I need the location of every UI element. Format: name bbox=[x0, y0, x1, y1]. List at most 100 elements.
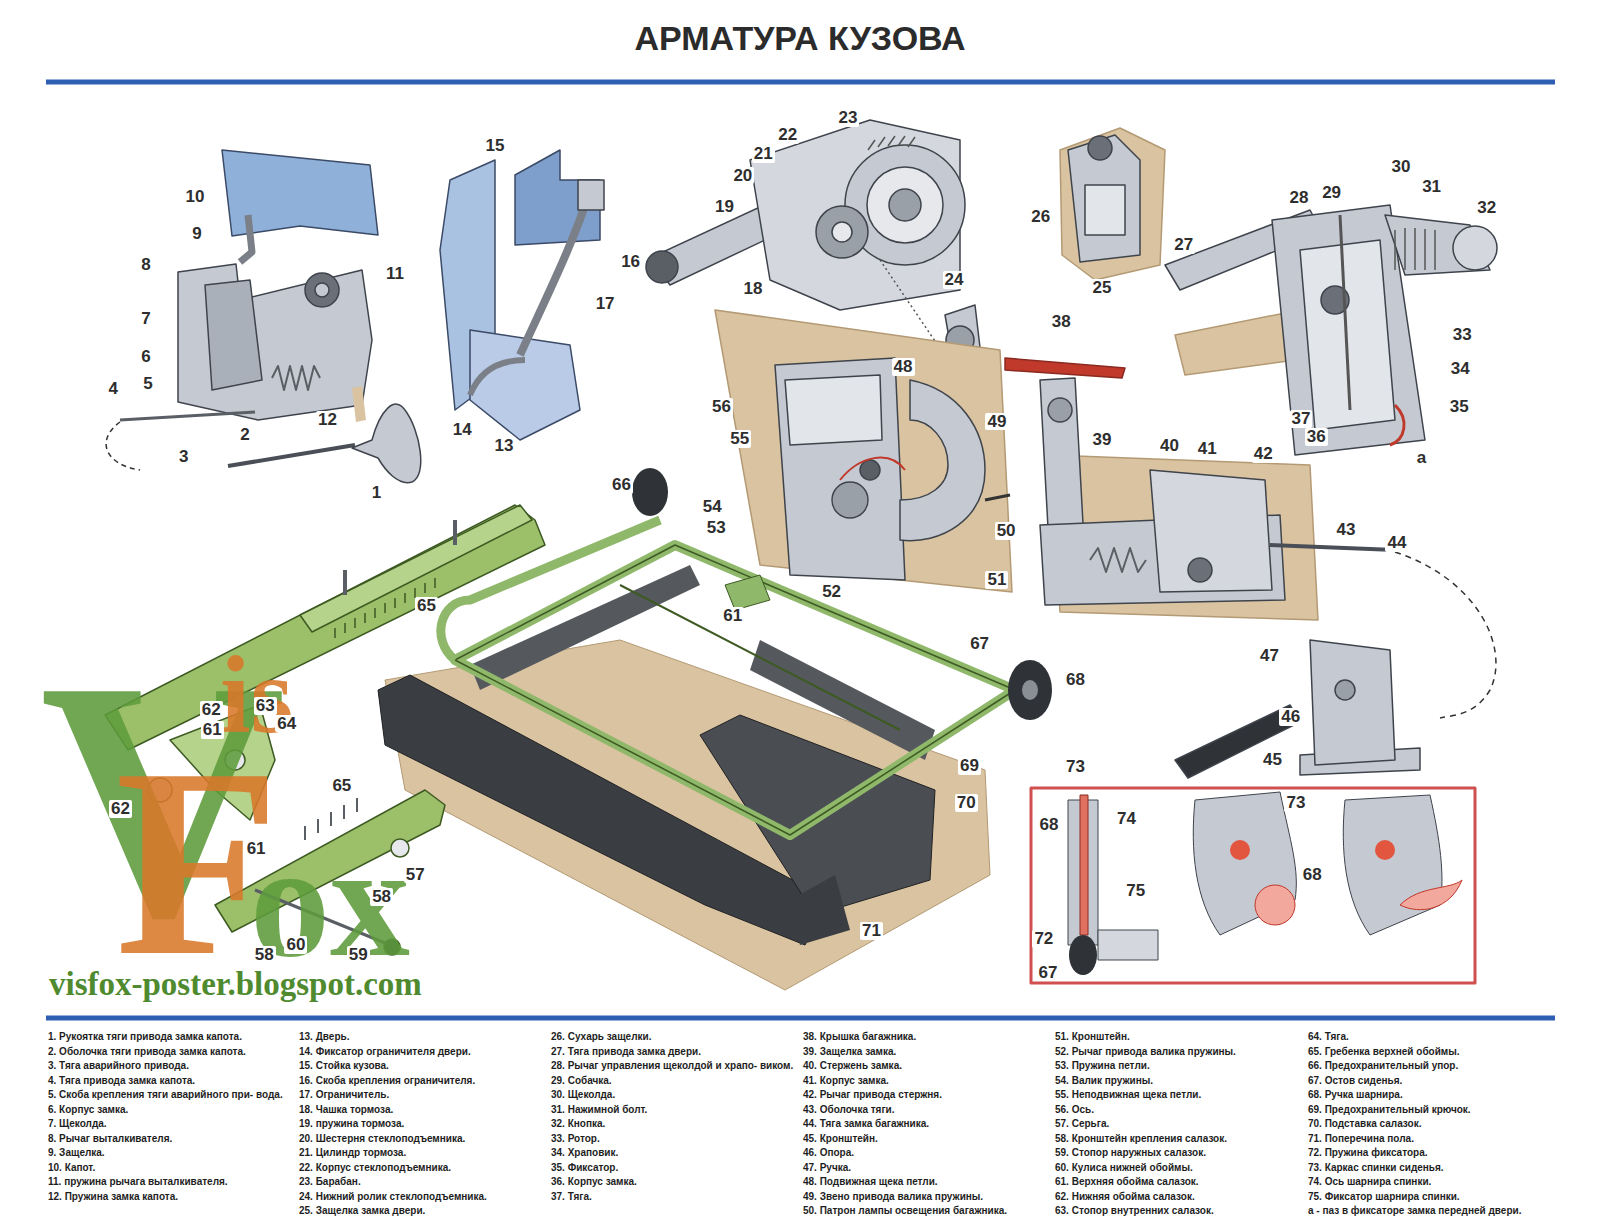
legend-item: 11. пружина рычага выталкивателя. bbox=[48, 1175, 296, 1190]
legend-item: 12. Пружина замка капота. bbox=[48, 1190, 296, 1205]
callout-number: 74 bbox=[1115, 810, 1138, 828]
callout-number: 63 bbox=[254, 697, 277, 715]
callout-number: 69 bbox=[958, 757, 981, 775]
legend-item: 74. Ось шарнира спинки. bbox=[1308, 1175, 1593, 1190]
legend-item: 29. Собачка. bbox=[551, 1074, 799, 1089]
callout-number: 49 bbox=[985, 413, 1008, 431]
legend-item: 8. Рычаг выталкивателя. bbox=[48, 1132, 296, 1147]
callout-number: 26 bbox=[1029, 208, 1052, 226]
callout-number: 14 bbox=[451, 421, 474, 439]
callout-number: 20 bbox=[731, 167, 754, 185]
callout-number: 52 bbox=[820, 583, 843, 601]
legend-item: 43. Оболочка тяги. bbox=[803, 1103, 1051, 1118]
legend-item: 19. пружина тормоза. bbox=[299, 1117, 547, 1132]
legend-item: 5. Скоба крепления тяги аварийного при- … bbox=[48, 1088, 296, 1103]
legend-item: 56. Ось. bbox=[1055, 1103, 1303, 1118]
legend-item: а - паз в фиксаторе замка передней двери… bbox=[1308, 1204, 1593, 1219]
legend-item: 73. Каркас спинки сиденья. bbox=[1308, 1161, 1593, 1176]
callout-number: 68 bbox=[1038, 816, 1061, 834]
callout-number: 19 bbox=[713, 198, 736, 216]
callout-number: 33 bbox=[1451, 326, 1474, 344]
legend-item: 46. Опора. bbox=[803, 1146, 1051, 1161]
legend-item: 51. Кронштейн. bbox=[1055, 1030, 1303, 1045]
callout-number: 42 bbox=[1252, 445, 1275, 463]
callout-number: 31 bbox=[1420, 178, 1443, 196]
callout-number: 67 bbox=[1036, 964, 1059, 982]
legend-item: 59. Стопор наружных салазок. bbox=[1055, 1146, 1303, 1161]
callout-number: 58 bbox=[253, 946, 276, 964]
legend-item: 53. Пружина петли. bbox=[1055, 1059, 1303, 1074]
legend-item: 71. Поперечина пола. bbox=[1308, 1132, 1593, 1147]
callout-number: 29 bbox=[1320, 184, 1343, 202]
legend-item: 37. Тяга. bbox=[551, 1190, 799, 1205]
legend-item: 20. Шестерня стеклоподъемника. bbox=[299, 1132, 547, 1147]
legend-item: 2. Оболочка тяги привода замка капота. bbox=[48, 1045, 296, 1060]
legend-item: 50. Патрон лампы освещения багажника. bbox=[803, 1204, 1051, 1219]
legend-item: 63. Стопор внутренних салазок. bbox=[1055, 1204, 1303, 1219]
legend-item: 31. Нажимной болт. bbox=[551, 1103, 799, 1118]
legend-item: 16. Скоба крепления ограничителя. bbox=[299, 1074, 547, 1089]
callout-number: 58 bbox=[370, 888, 393, 906]
callout-number: 37 bbox=[1290, 410, 1313, 428]
callout-number: 30 bbox=[1390, 158, 1413, 176]
legend-item: 14. Фиксатор ограничителя двери. bbox=[299, 1045, 547, 1060]
callout-number: 9 bbox=[190, 225, 203, 243]
callout-number: 36 bbox=[1305, 428, 1328, 446]
callout-number: 50 bbox=[995, 522, 1018, 540]
callout-number: 38 bbox=[1050, 313, 1073, 331]
callout-number: 28 bbox=[1288, 189, 1311, 207]
legend-item: 49. Звено привода валика пружины. bbox=[803, 1190, 1051, 1205]
callout-number: 40 bbox=[1158, 437, 1181, 455]
callout-number: 24 bbox=[943, 271, 966, 289]
callout-number: 66 bbox=[610, 476, 633, 494]
legend-item: 62. Нижняя обойма салазок. bbox=[1055, 1190, 1303, 1205]
callout-number: 6 bbox=[139, 348, 152, 366]
callout-number: 60 bbox=[284, 936, 307, 954]
callout-number: а bbox=[1415, 449, 1428, 467]
callout-number: 44 bbox=[1385, 534, 1408, 552]
callout-number: 32 bbox=[1475, 199, 1498, 217]
callout-number: 34 bbox=[1449, 360, 1472, 378]
legend-item: 64. Тяга. bbox=[1308, 1030, 1593, 1045]
callout-number: 71 bbox=[860, 922, 883, 940]
callout-number: 7 bbox=[139, 310, 152, 328]
callout-number: 61 bbox=[721, 607, 744, 625]
callout-number: 72 bbox=[1032, 930, 1055, 948]
callout-number: 64 bbox=[275, 715, 298, 733]
callout-number: 46 bbox=[1279, 708, 1302, 726]
legend-item: 18. Чашка тормоза. bbox=[299, 1103, 547, 1118]
legend-item: 1. Рукоятка тяги привода замка капота. bbox=[48, 1030, 296, 1045]
callout-number: 23 bbox=[836, 109, 859, 127]
legend-item: 3. Тяга аварийного привода. bbox=[48, 1059, 296, 1074]
callout-number: 12 bbox=[316, 411, 339, 429]
callout-number: 70 bbox=[955, 794, 978, 812]
callout-number: 18 bbox=[742, 280, 765, 298]
legend-item: 67. Остов сиденья. bbox=[1308, 1074, 1593, 1089]
legend-item: 34. Храповик. bbox=[551, 1146, 799, 1161]
callout-number: 15 bbox=[483, 137, 506, 155]
legend-item: 55. Неподвижная щека петли. bbox=[1055, 1088, 1303, 1103]
callout-number: 62 bbox=[109, 800, 132, 818]
callout-number: 48 bbox=[892, 358, 915, 376]
legend-item: 58. Кронштейн крепления салазок. bbox=[1055, 1132, 1303, 1147]
legend-item: 54. Валик пружины. bbox=[1055, 1074, 1303, 1089]
legend-item: 15. Стойка кузова. bbox=[299, 1059, 547, 1074]
legend-item: 24. Нижний ролик стеклоподъемника. bbox=[299, 1190, 547, 1205]
legend-item: 47. Ручка. bbox=[803, 1161, 1051, 1176]
legend-item: 10. Капот. bbox=[48, 1161, 296, 1176]
callout-number: 2 bbox=[238, 426, 251, 444]
legend-item: 75. Фиксатор шарнира спинки. bbox=[1308, 1190, 1593, 1205]
legend-item: 9. Защелка. bbox=[48, 1146, 296, 1161]
poster-title: АРМАТУРА КУЗОВА bbox=[0, 18, 1600, 59]
callout-number: 8 bbox=[139, 256, 152, 274]
callout-number: 16 bbox=[619, 253, 642, 271]
callout-number: 21 bbox=[752, 145, 775, 163]
callout-number: 65 bbox=[330, 777, 353, 795]
callout-number: 61 bbox=[201, 721, 224, 739]
callout-number: 11 bbox=[384, 265, 406, 283]
legend-item: 22. Корпус стеклоподъемника. bbox=[299, 1161, 547, 1176]
legend-item: 25. Защелка замка двери. bbox=[299, 1204, 547, 1219]
callout-number: 75 bbox=[1124, 882, 1147, 900]
legend-item: 40. Стержень замка. bbox=[803, 1059, 1051, 1074]
callout-number: 61 bbox=[245, 840, 268, 858]
